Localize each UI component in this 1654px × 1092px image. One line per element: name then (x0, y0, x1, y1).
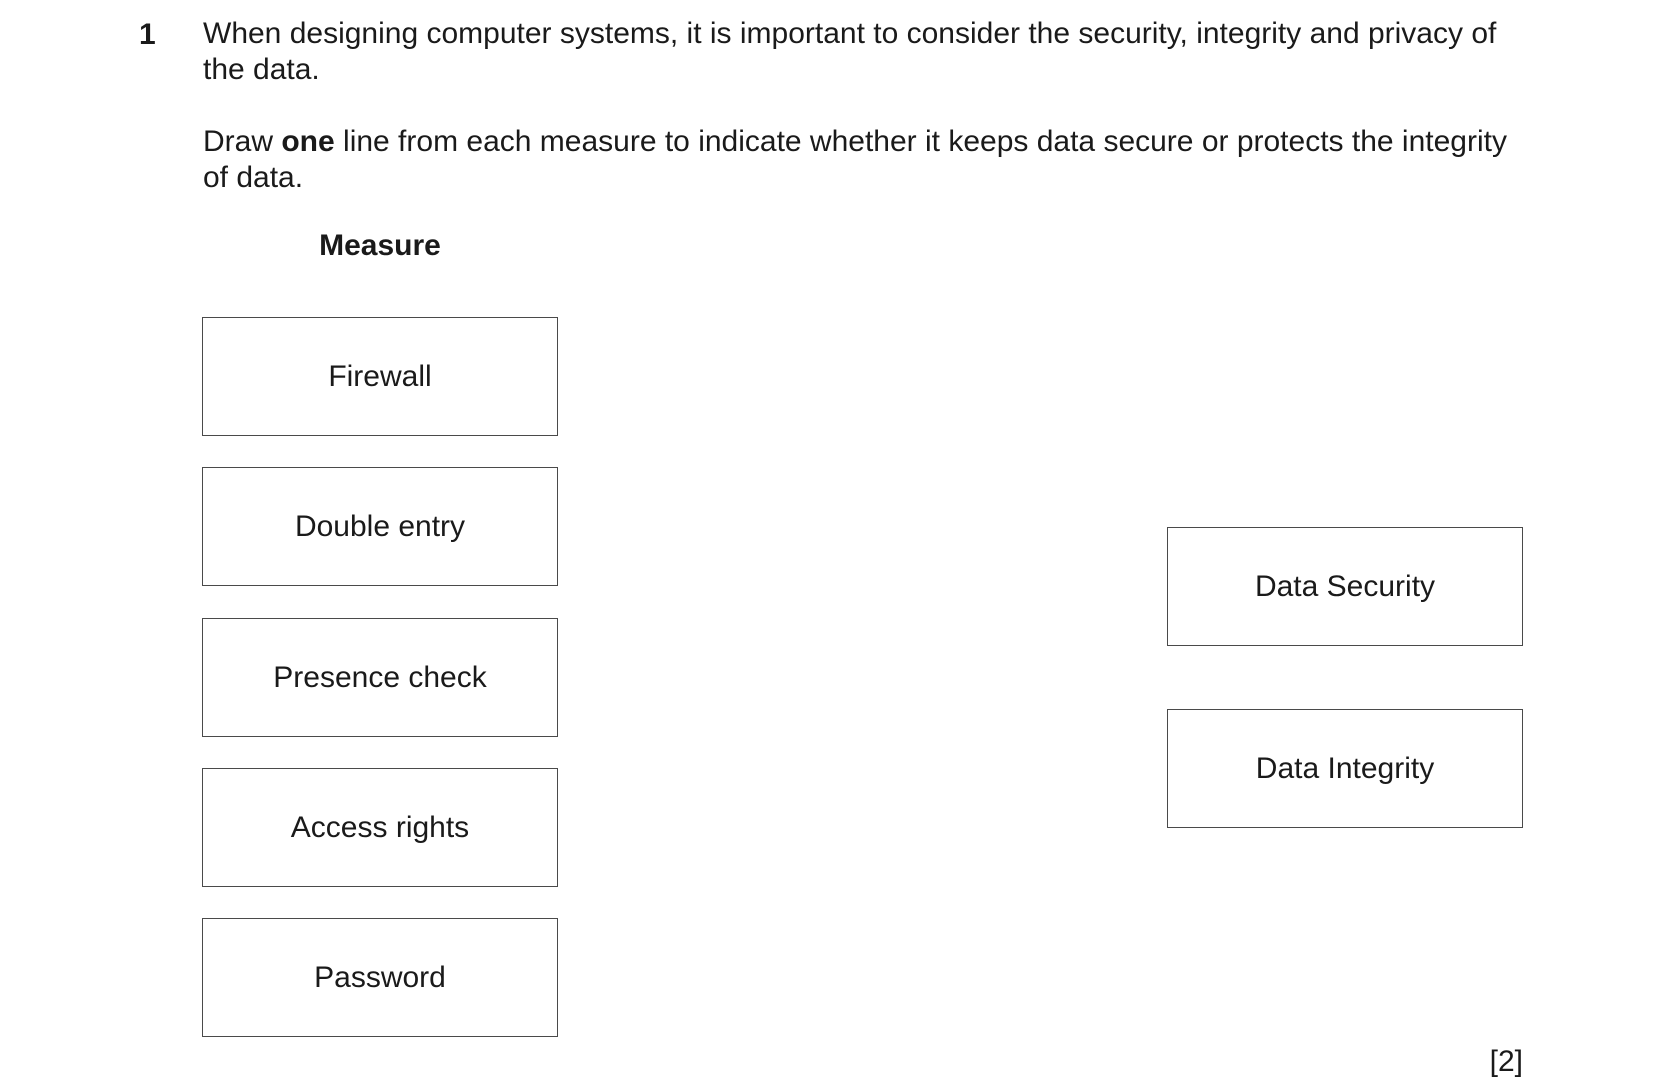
measure-label: Password (314, 960, 446, 994)
measure-heading: Measure (319, 229, 441, 262)
category-label: Data Security (1254, 569, 1436, 603)
category-box-data-security[interactable]: Data Security (1167, 527, 1523, 646)
question-number: 1 (139, 18, 156, 51)
instruction-text-start: Draw (203, 125, 282, 158)
measure-label: Presence check (273, 660, 487, 694)
marks-allocation: [2] (1489, 1045, 1523, 1078)
category-label: Data Integrity (1255, 751, 1435, 785)
measure-label: Access rights (290, 810, 470, 844)
measure-box-access-rights[interactable]: Access rights (202, 768, 558, 887)
instruction-text-end: line from each measure to indicate wheth… (203, 125, 1507, 194)
measure-label: Firewall (328, 359, 432, 393)
measure-box-presence-check[interactable]: Presence check (202, 618, 558, 737)
question-intro: When designing computer systems, it is i… (203, 17, 1497, 86)
measure-box-double-entry[interactable]: Double entry (202, 467, 558, 586)
question-instruction: Draw one line from each measure to indic… (203, 124, 1533, 196)
measure-label: Double entry (294, 509, 466, 543)
category-box-data-integrity[interactable]: Data Integrity (1167, 709, 1523, 828)
measure-box-firewall[interactable]: Firewall (202, 317, 558, 436)
instruction-emphasis: one (281, 125, 335, 158)
measure-box-password[interactable]: Password (202, 918, 558, 1037)
